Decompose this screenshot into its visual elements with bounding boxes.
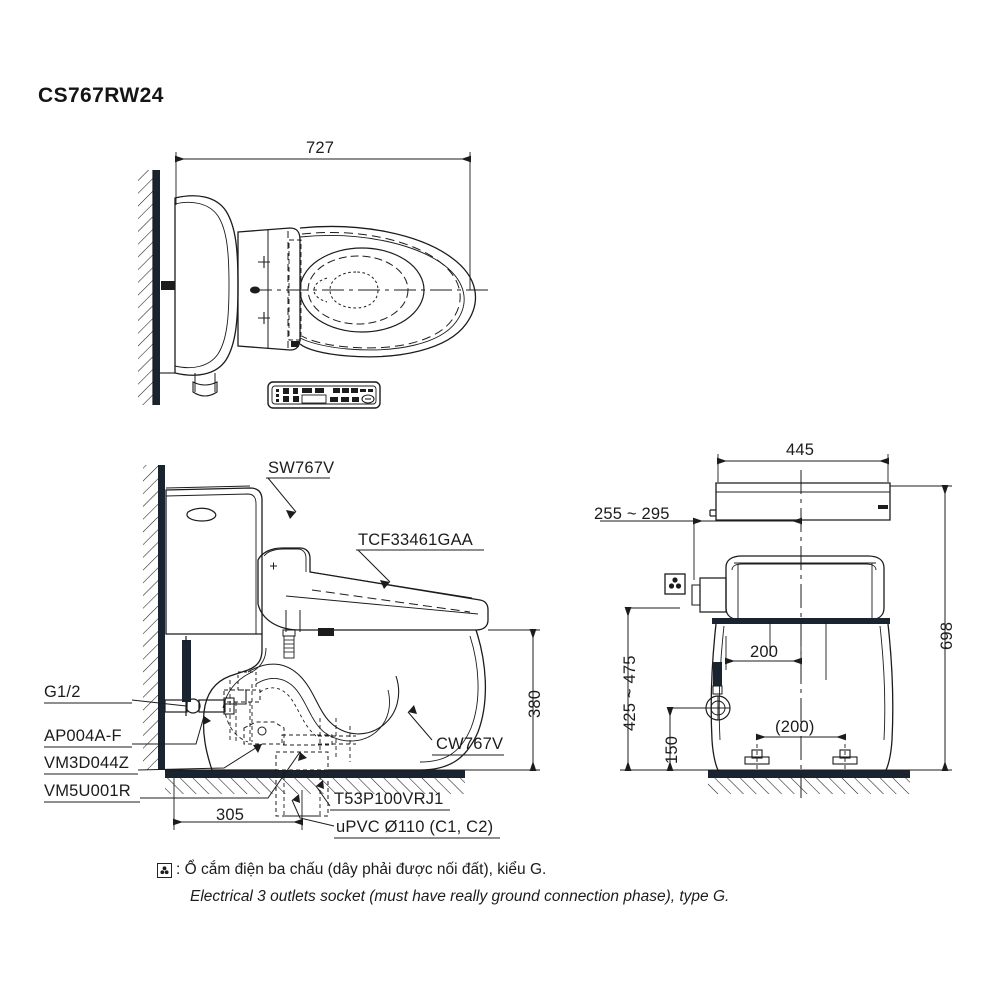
legend-line-en: Electrical 3 outlets socket (must have r… bbox=[190, 888, 730, 905]
legend-line-vi: : Ổ cắm điện ba chấu (dây phải được nối … bbox=[176, 861, 547, 878]
dim-width-727: 727 bbox=[306, 139, 335, 157]
callout-vm3d044z: VM3D044Z bbox=[44, 754, 130, 772]
dim-width-445: 445 bbox=[786, 441, 815, 459]
dim-offset-255-295: 255 ~ 295 bbox=[594, 505, 670, 523]
dim-height-150: 150 bbox=[663, 735, 681, 764]
callout-cw767v: CW767V bbox=[436, 735, 504, 753]
side-view-group bbox=[44, 465, 540, 839]
callout-sw767v: SW767V bbox=[268, 459, 335, 477]
front-view-group bbox=[600, 454, 952, 800]
remote-control-panel bbox=[267, 381, 381, 409]
callout-ap004af: AP004A-F bbox=[44, 727, 122, 745]
dim-height-698: 698 bbox=[938, 621, 956, 650]
socket-symbol-drawing bbox=[664, 573, 686, 595]
dim-height-380: 380 bbox=[526, 689, 544, 718]
top-view-group bbox=[138, 152, 490, 409]
callout-g12: G1/2 bbox=[44, 683, 81, 701]
power-socket-icon bbox=[157, 863, 172, 878]
callout-upvc: uPVC Ø110 (C1, C2) bbox=[336, 818, 494, 836]
dim-width-200: 200 bbox=[750, 643, 779, 661]
callout-tcf33461gaa: TCF33461GAA bbox=[358, 531, 474, 549]
dim-bolt-spacing-200: (200) bbox=[775, 718, 815, 736]
dim-depth-305: 305 bbox=[216, 806, 245, 824]
page-title: CS767RW24 bbox=[38, 84, 164, 107]
callout-vm5u001r: VM5U001R bbox=[44, 782, 131, 800]
dim-height-425-475: 425 ~ 475 bbox=[621, 655, 639, 731]
callout-t53p100vrj1: T53P100VRJ1 bbox=[334, 790, 444, 808]
